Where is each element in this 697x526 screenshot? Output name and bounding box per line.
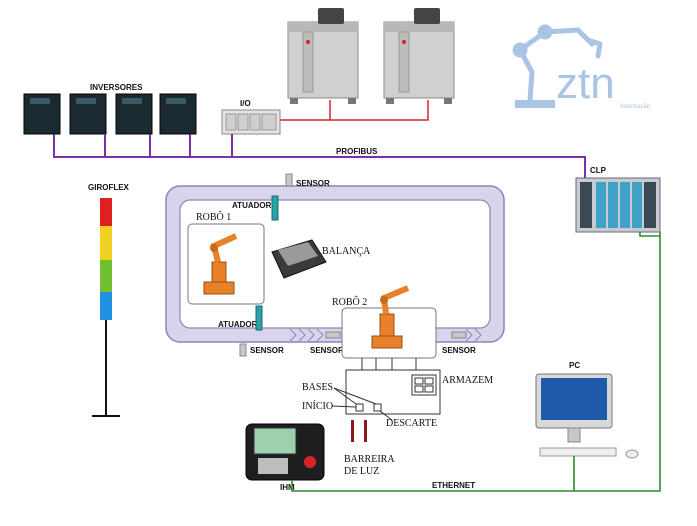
inicio-label: INÍCIO [302,400,333,412]
atuador-1-label: ATUADOR [232,201,272,210]
inverter-1 [23,93,61,135]
giroflex-tower [92,198,120,417]
power-lines [268,100,429,121]
inverter-4 [159,93,197,135]
robot-2-icon [371,285,410,349]
inverter-3 [115,93,153,135]
barreira-label-line2: DE LUZ [344,466,379,477]
sensor-bottom-right-label: SENSOR [442,346,476,355]
ethernet-label: ETHERNET [432,481,475,490]
robot-controller-1 [287,8,359,104]
robo-2-label: ROBÔ 2 [332,296,367,308]
logo-subtitle: Automação [620,104,651,110]
actuator-1-icon [271,195,279,221]
robot-1-icon [203,233,238,295]
io-label: I/O [240,99,251,108]
giroflex-label: GIROFLEX [88,183,130,192]
ztn-logo: ztn Automação [512,24,651,110]
pc-computer-icon [535,373,639,459]
profibus-label: PROFIBUS [336,147,378,156]
descarte-pointer [379,410,393,421]
ihm-label: IHM [280,483,295,492]
atuador-2-label: ATUADOR [218,320,258,329]
actuator-2-icon [255,305,263,331]
armazem-box [345,358,441,415]
armazem-label: ARMAZEM [442,375,493,386]
pc-label: PC [569,361,580,370]
io-module [221,109,281,135]
sensor-bottom-left-icon [239,343,247,357]
descarte-label: DESCARTE [386,418,437,429]
sensor-bottom-left-label: SENSOR [250,346,284,355]
profibus-line [53,134,586,178]
ethernet-line [291,232,661,492]
balanca-label: BALANÇA [322,246,371,257]
logo-text: ztn [556,59,615,108]
robo-1-label: ROBÔ 1 [196,211,231,223]
sensor-bottom-mid-label: SENSOR [310,346,344,355]
robot-controller-2 [383,8,455,104]
bases-pointer-1 [333,387,357,405]
inverter-2 [69,93,107,135]
sensor-top-label: SENSOR [296,179,330,188]
sensor-top-icon [285,173,293,187]
sensor-bottom-right-icon [451,331,467,339]
barreira-label-line1: BARREIRA [344,454,395,465]
bases-label: BASES [302,382,333,393]
inversores-label: INVERSORES [90,83,143,92]
robot-arm-logo-icon [512,24,603,108]
sensor-bottom-mid-icon [325,331,341,339]
bases-pointer-2 [333,387,377,405]
clp-rack [575,177,661,233]
scale-icon [271,239,327,279]
light-barrier-left-icon [351,420,354,442]
clp-label: CLP [590,166,607,175]
ihm-panel-icon [245,423,325,481]
inicio-pointer [331,405,357,408]
light-barrier-right-icon [364,420,367,442]
